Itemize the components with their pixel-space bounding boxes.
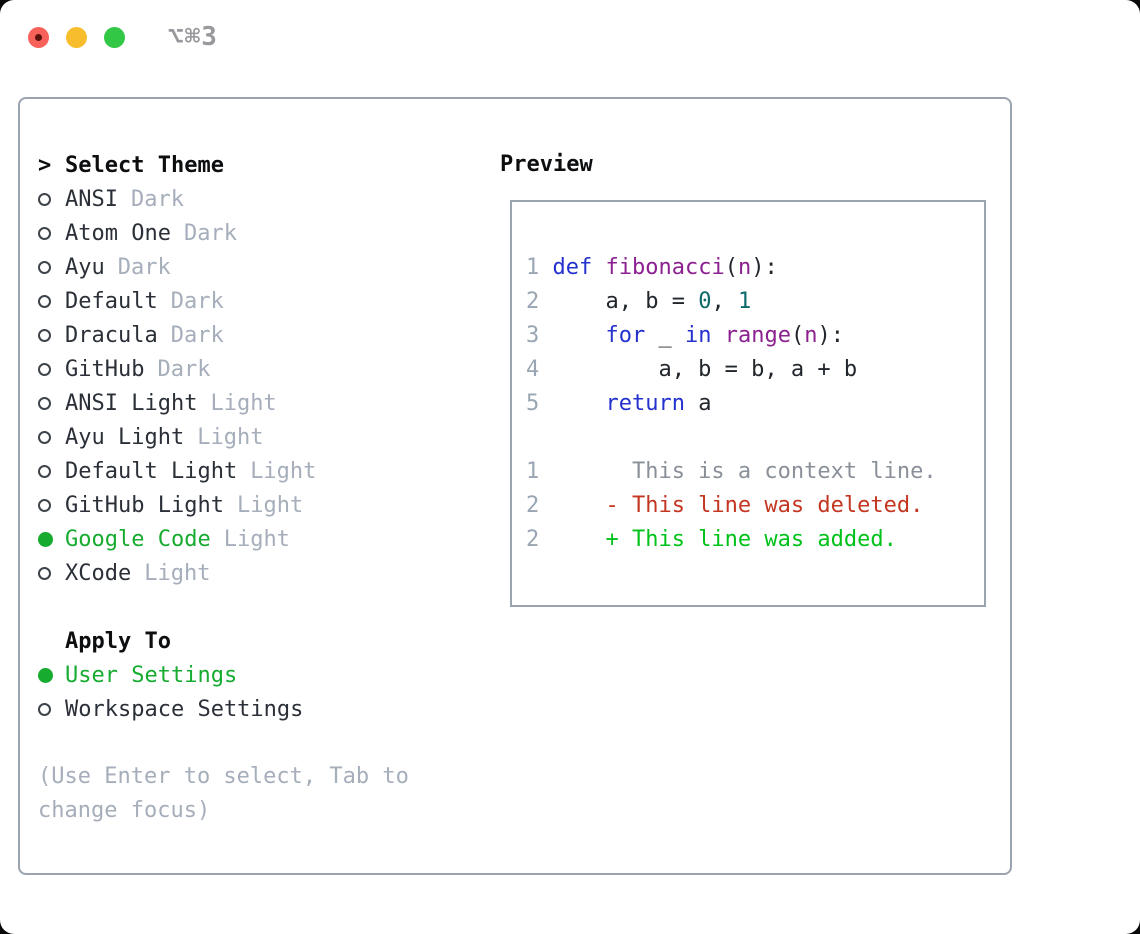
option-label: Default bbox=[65, 288, 158, 314]
apply-to-header: Apply To bbox=[38, 624, 303, 658]
diff-line-del: 2 - This line was deleted. bbox=[526, 493, 924, 518]
option-variant: Light bbox=[210, 390, 277, 416]
radio-icon bbox=[38, 454, 65, 488]
theme-option[interactable]: Google Code Light bbox=[38, 522, 316, 556]
select-theme-header: > Select Theme bbox=[38, 148, 316, 182]
option-variant: Light bbox=[197, 424, 264, 450]
theme-option[interactable]: XCode Light bbox=[38, 556, 316, 590]
radio-selected-icon bbox=[38, 522, 65, 556]
option-variant: Light bbox=[223, 526, 290, 552]
option-label: Google Code bbox=[65, 526, 211, 552]
theme-option[interactable]: GitHub Light Light bbox=[38, 488, 316, 522]
minimize-button[interactable] bbox=[66, 27, 87, 48]
option-variant: Dark bbox=[170, 322, 224, 348]
apply-to-option[interactable]: Workspace Settings bbox=[38, 692, 303, 726]
option-label: Workspace Settings bbox=[65, 696, 304, 722]
preview-pane: 1 def fibonacci(n): 2 a, b = 0, 1 3 for _ … bbox=[510, 200, 986, 607]
radio-icon bbox=[38, 318, 65, 352]
section-title: Apply To bbox=[65, 628, 171, 654]
option-label: Ayu bbox=[65, 254, 105, 280]
theme-option[interactable]: ANSI Light Light bbox=[38, 386, 316, 420]
radio-icon bbox=[38, 556, 65, 590]
option-label: Dracula bbox=[65, 322, 158, 348]
option-variant: Light bbox=[236, 492, 304, 518]
theme-option[interactable]: Ayu Light Light bbox=[38, 420, 316, 454]
option-label: ANSI Light bbox=[65, 390, 198, 416]
theme-option[interactable]: Ayu Dark bbox=[38, 250, 316, 284]
titlebar: ⌥⌘3 bbox=[0, 0, 1140, 72]
section-title: Select Theme bbox=[65, 152, 224, 178]
apply-to-option[interactable]: User Settings bbox=[38, 658, 303, 692]
radio-icon bbox=[38, 250, 65, 284]
option-label: GitHub Light bbox=[65, 492, 224, 518]
option-variant: Dark bbox=[157, 356, 211, 382]
unsaved-dot-icon bbox=[35, 34, 42, 41]
option-variant: Dark bbox=[117, 254, 171, 280]
radio-icon bbox=[38, 182, 65, 216]
close-button[interactable] bbox=[28, 27, 49, 48]
keyboard-hint: (Use Enter to select, Tab to change focu… bbox=[38, 764, 409, 823]
code-line: 4 a, b = b, a + b bbox=[526, 357, 858, 382]
theme-option[interactable]: ANSI Dark bbox=[38, 182, 316, 216]
radio-icon bbox=[38, 488, 65, 522]
radio-icon bbox=[38, 420, 65, 454]
radio-icon bbox=[38, 284, 65, 318]
option-label: ANSI bbox=[65, 186, 118, 212]
option-label: XCode bbox=[65, 560, 132, 586]
preview-title: Preview bbox=[500, 152, 593, 177]
option-variant: Dark bbox=[130, 186, 184, 212]
option-variant: Dark bbox=[183, 220, 237, 246]
option-label: Atom One bbox=[65, 220, 171, 246]
radio-icon bbox=[38, 352, 65, 386]
zoom-button[interactable] bbox=[104, 27, 125, 48]
theme-option[interactable]: Atom One Dark bbox=[38, 216, 316, 250]
code-line: 5 return a bbox=[526, 391, 712, 416]
keyboard-shortcut-label: ⌥⌘3 bbox=[168, 22, 218, 52]
code-line: 3 for _ in range(n): bbox=[526, 323, 844, 348]
theme-option[interactable]: Default Light Light bbox=[38, 454, 316, 488]
code-line: 2 a, b = 0, 1 bbox=[526, 289, 752, 314]
theme-option[interactable]: Default Dark bbox=[38, 284, 316, 318]
diff-preview: 1 This is a context line. 2 - This line w… bbox=[526, 455, 937, 557]
radio-icon bbox=[38, 386, 65, 420]
radio-selected-icon bbox=[38, 658, 65, 692]
theme-option[interactable]: GitHub Dark bbox=[38, 352, 316, 386]
code-preview: 1 def fibonacci(n): 2 a, b = 0, 1 3 for _ … bbox=[526, 251, 937, 557]
option-variant: Light bbox=[144, 560, 211, 586]
option-label: GitHub bbox=[65, 356, 145, 382]
option-label: Ayu Light bbox=[65, 424, 185, 450]
focus-chevron-icon: > bbox=[38, 152, 52, 178]
option-label: Default Light bbox=[65, 458, 238, 484]
radio-icon bbox=[38, 692, 65, 726]
theme-option[interactable]: Dracula Dark bbox=[38, 318, 316, 352]
option-label: User Settings bbox=[65, 662, 238, 688]
diff-line-add: 2 + This line was added. bbox=[526, 527, 897, 552]
code-line: 1 def fibonacci(n): bbox=[526, 255, 778, 280]
option-variant: Light bbox=[250, 458, 317, 484]
diff-line-ctx: 1 This is a context line. bbox=[526, 459, 937, 484]
option-variant: Dark bbox=[170, 288, 224, 314]
radio-icon bbox=[38, 216, 65, 250]
